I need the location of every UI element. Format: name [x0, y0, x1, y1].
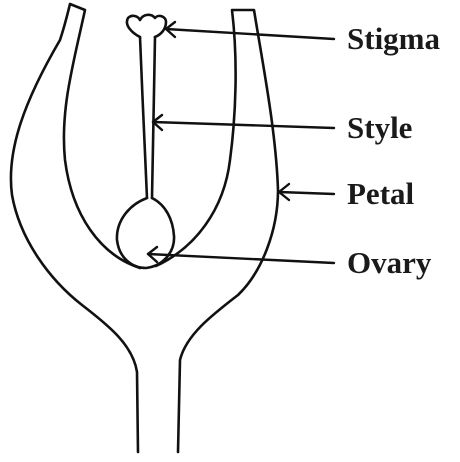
- petal-label: Petal: [347, 176, 415, 211]
- petal-pointer: [279, 184, 334, 200]
- style-label: Style: [347, 110, 412, 145]
- style-outline: [140, 37, 155, 198]
- style-pointer: [153, 115, 334, 130]
- stigma-outline: [127, 15, 166, 37]
- ovary-outline: [117, 198, 174, 268]
- stigma-label: Stigma: [347, 21, 441, 56]
- stigma-pointer: [166, 22, 334, 39]
- petal-outline-left: [11, 4, 140, 452]
- ovary-label: Ovary: [347, 245, 432, 280]
- ovary-pointer: [148, 247, 334, 263]
